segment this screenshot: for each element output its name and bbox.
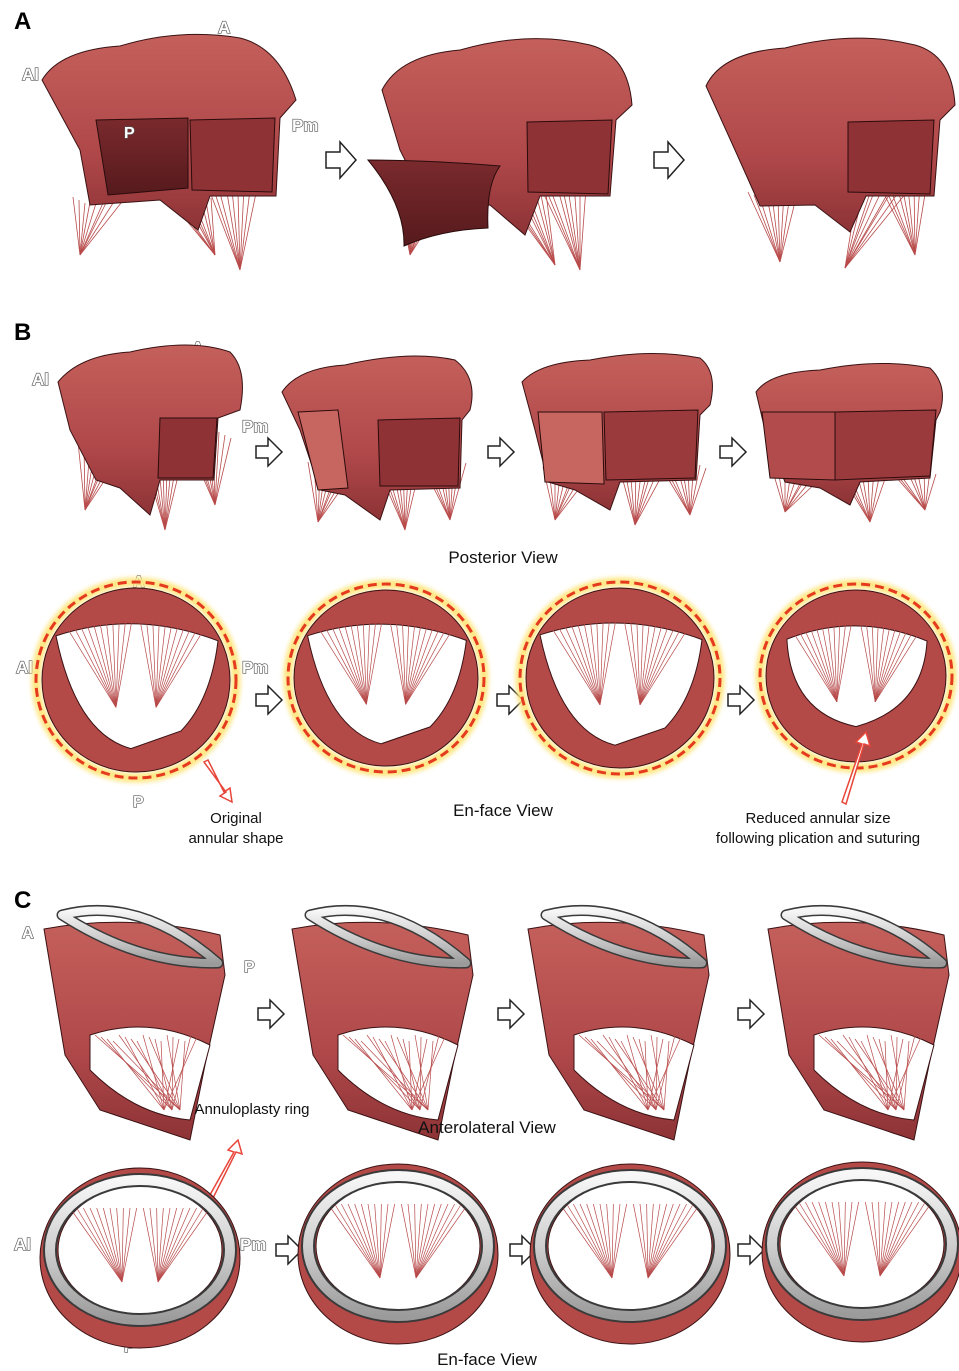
anterolateral-valve-4	[768, 910, 949, 1140]
label-anterolateral-enface: Al	[14, 1235, 31, 1254]
enface-valve-2	[288, 584, 484, 772]
label-anterolateral-enface: Al	[16, 658, 33, 677]
label-anterior: A	[22, 925, 34, 942]
step-arrow-icon	[738, 1236, 764, 1264]
label-posterior-enface: P	[133, 794, 144, 811]
caption-original-line1: Original	[210, 810, 262, 827]
step-arrow-icon	[326, 142, 356, 178]
posterior-leaflet	[96, 118, 188, 195]
valve-model-repaired	[706, 38, 955, 268]
ring-enface-valve-2	[298, 1164, 498, 1344]
anterolateral-valve-2	[292, 910, 473, 1140]
step-arrow-icon	[728, 686, 754, 714]
label-anterior: A	[218, 18, 230, 37]
step-arrow-icon	[256, 686, 282, 714]
caption-reduced-line2: following plication and suturing	[716, 830, 920, 847]
caption-reduced-line1: Reduced annular size	[745, 810, 890, 827]
enface-valve-1	[36, 582, 236, 778]
anterolateral-valve-3	[528, 910, 709, 1140]
callout-arrow-icon	[204, 760, 232, 802]
valve-model-intact: P	[42, 34, 296, 270]
step-arrow-icon	[720, 438, 746, 466]
enface-valve-3	[520, 582, 720, 774]
valve-model-posterior-3	[522, 353, 712, 525]
resected-segment	[368, 160, 500, 246]
step-arrow-icon	[258, 1000, 284, 1028]
step-arrow-icon	[256, 438, 282, 466]
caption-ring-label: Annuloplasty ring	[194, 1101, 309, 1118]
label-posterior: P	[124, 125, 135, 142]
caption-enface-view-c: En-face View	[437, 1350, 538, 1369]
step-arrow-icon	[488, 438, 514, 466]
step-arrow-icon	[498, 1000, 524, 1028]
panel-letter-b: B	[14, 319, 31, 346]
valve-model-posterior-4	[756, 363, 942, 522]
enface-valve-4	[760, 584, 952, 768]
caption-anterolateral-view: Anterolateral View	[418, 1118, 556, 1137]
caption-original-line2: annular shape	[188, 830, 283, 847]
valve-model-resected	[368, 39, 632, 270]
ring-enface-valve-3	[530, 1164, 730, 1344]
panel-letter-a: A	[14, 8, 31, 35]
ring-enface-valve-4	[762, 1162, 959, 1342]
label-posteromedial-enface: Pm	[240, 1235, 266, 1254]
ring-enface-valve-1	[40, 1168, 240, 1348]
caption-posterior-view: Posterior View	[448, 548, 558, 567]
label-posteromedial-enface: Pm	[242, 658, 268, 677]
step-arrow-icon	[738, 1000, 764, 1028]
label-anterolateral: Al	[22, 65, 39, 84]
valve-model-posterior-1	[58, 345, 242, 530]
valve-model-posterior-2	[282, 356, 472, 530]
step-arrow-icon	[654, 142, 684, 178]
label-posteromedial: Pm	[242, 417, 268, 436]
label-anterolateral: Al	[32, 370, 49, 389]
label-posterior: P	[244, 959, 255, 976]
caption-enface-view-b: En-face View	[453, 801, 554, 820]
panel-letter-c: C	[14, 887, 31, 914]
label-posteromedial: Pm	[292, 116, 318, 135]
